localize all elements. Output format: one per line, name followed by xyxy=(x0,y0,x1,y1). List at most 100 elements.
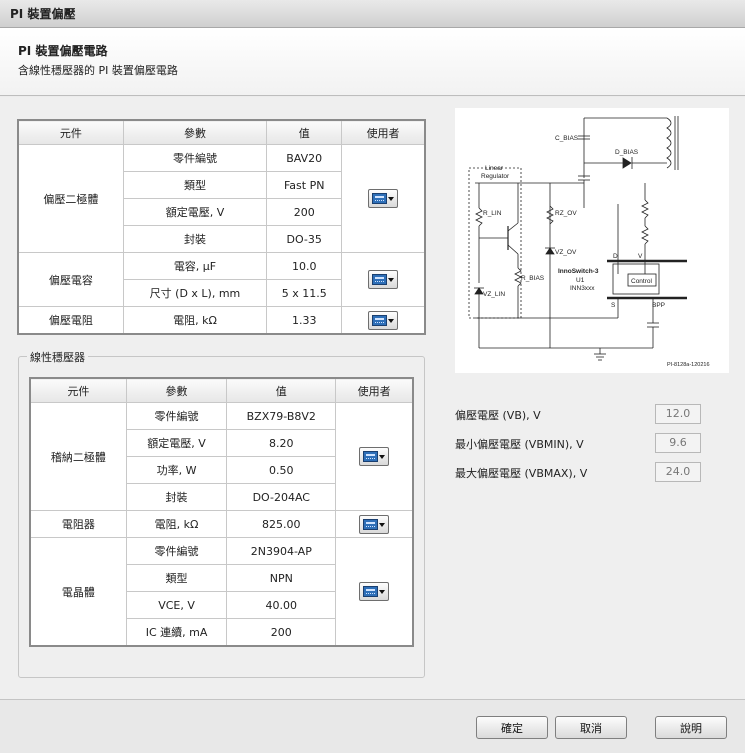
bias-circuit-schematic: C_BIAS D_BIAS Linear Regulator R_LIN xyxy=(455,108,729,373)
help-button[interactable]: 說明 xyxy=(655,716,727,739)
table-row: 稽納二極體 零件編號 BZX79-B8V2 xyxy=(30,402,413,511)
page-title: PI 裝置偏壓電路 xyxy=(18,44,108,58)
label-pin-bpp: BPP xyxy=(652,302,665,309)
param-value: 8.20 xyxy=(226,429,337,457)
table-row: 功率, W 0.50 xyxy=(31,456,413,484)
label-regulator: Regulator xyxy=(481,173,510,180)
param-label: 封裝 xyxy=(122,225,268,253)
chevron-down-icon xyxy=(379,590,386,594)
table-row: 尺寸 (D x L), mm 5 x 11.5 xyxy=(19,279,425,307)
param-value: 2N3904-AP xyxy=(226,537,337,565)
component-name: 偏壓電容 xyxy=(18,252,124,307)
label-linear: Linear xyxy=(485,165,504,172)
vbmin-field[interactable]: 9.6 xyxy=(655,433,701,453)
diode-d-bias xyxy=(622,157,632,169)
label-vz-lin: VZ_LIN xyxy=(483,291,505,298)
label-pin-v: V xyxy=(638,253,643,260)
calculator-icon xyxy=(372,193,388,204)
label-control: Control xyxy=(631,278,653,285)
resistor-r-bias xyxy=(514,267,522,287)
label-ic-part: INN3xxx xyxy=(570,285,595,292)
user-select-button[interactable] xyxy=(359,514,390,534)
col-header-component: 元件 xyxy=(18,120,124,145)
schematic-ref: PI-8128a-120216 xyxy=(667,362,710,368)
param-value: 10.0 xyxy=(266,252,343,280)
param-label: 電容, µF xyxy=(122,252,268,280)
param-label: 零件編號 xyxy=(122,144,268,172)
chevron-down-icon xyxy=(388,318,395,323)
chevron-down-icon xyxy=(388,197,395,201)
table-row: 偏壓二極體 零件編號 BAV20 xyxy=(18,144,425,253)
vb-field[interactable]: 12.0 xyxy=(655,404,701,424)
user-cell xyxy=(335,537,413,646)
label-ic-name: InnoSwitch-3 xyxy=(558,268,599,275)
user-cell xyxy=(341,144,425,253)
user-select-button[interactable] xyxy=(359,447,390,466)
zener-vz-ov xyxy=(545,247,555,255)
param-label: VCE, V xyxy=(125,591,228,619)
param-label: 尺寸 (D x L), mm xyxy=(122,279,268,307)
calculator-icon xyxy=(372,274,388,285)
table-row: IC 連續, mA 200 xyxy=(31,618,413,646)
page-subtitle: 含線性穩壓器的 PI 裝置偏壓電路 xyxy=(18,64,178,77)
col-header-parameter: 參數 xyxy=(125,378,228,403)
table-row: 額定電壓, V 200 xyxy=(19,198,425,226)
control-block xyxy=(627,273,657,287)
param-label: 額定電壓, V xyxy=(122,198,268,226)
param-label-vb: 偏壓電壓 (VB), V xyxy=(455,409,541,422)
resistor-rz-ov xyxy=(546,205,554,225)
label-d-bias: D_BIAS xyxy=(615,149,639,156)
param-label: 功率, W xyxy=(125,456,228,484)
ic-outline xyxy=(612,263,660,295)
param-label: 零件編號 xyxy=(125,402,228,430)
resistor-v-upper xyxy=(641,199,649,219)
label-rz-ov: RZ_OV xyxy=(555,210,577,217)
param-label-vbmax: 最大偏壓電壓 (VBMAX), V xyxy=(455,467,588,480)
window-title: PI 裝置偏壓 xyxy=(0,0,745,28)
calculator-icon xyxy=(372,314,388,326)
table-row: 電晶體 零件編號 2N3904-AP xyxy=(30,537,413,646)
calculator-icon xyxy=(363,518,379,530)
label-vz-ov: VZ_OV xyxy=(555,249,577,256)
component-name: 電阻器 xyxy=(30,510,127,538)
component-name: 偏壓二極體 xyxy=(18,144,124,253)
user-select-button[interactable] xyxy=(368,270,399,289)
vbmax-field[interactable]: 24.0 xyxy=(655,462,701,482)
header: PI 裝置偏壓電路 含線性穩壓器的 PI 裝置偏壓電路 xyxy=(0,28,745,96)
regulator-legend: 線性穩壓器 xyxy=(27,349,88,365)
param-value: 0.50 xyxy=(226,456,337,484)
table-row: 電阻器 電阻, kΩ 825.00 xyxy=(30,510,413,538)
user-cell xyxy=(335,402,413,511)
component-name: 偏壓電阻 xyxy=(18,306,124,334)
param-value: BZX79-B8V2 xyxy=(226,402,337,430)
resistor-r-lin xyxy=(475,207,483,227)
table-row: 偏壓電容 電容, µF 10.0 xyxy=(18,252,425,307)
user-select-button[interactable] xyxy=(368,189,399,208)
param-value: 200 xyxy=(226,618,337,646)
table-row: VCE, V 40.00 xyxy=(31,591,413,619)
param-label: 零件編號 xyxy=(125,537,228,565)
regulator-table: 元件 參數 值 使用者 稽納二極體 零件編號 BZX79-B8V2 額定電壓, … xyxy=(29,377,414,647)
ok-button[interactable]: 確定 xyxy=(476,716,548,739)
col-header-parameter: 參數 xyxy=(122,120,268,145)
label-pin-d: D xyxy=(613,253,618,260)
param-label: 額定電壓, V xyxy=(125,429,228,457)
chevron-down-icon xyxy=(379,522,386,527)
component-name: 稽納二極體 xyxy=(30,402,127,511)
param-label: 類型 xyxy=(125,564,228,592)
label-u1: U1 xyxy=(576,277,585,284)
calculator-icon xyxy=(363,586,379,597)
user-cell xyxy=(341,252,425,307)
user-select-button[interactable] xyxy=(368,310,399,330)
param-value: 1.33 xyxy=(266,306,343,334)
transformer-winding xyxy=(666,116,679,170)
cancel-button[interactable]: 取消 xyxy=(555,716,627,739)
param-value: 5 x 11.5 xyxy=(266,279,343,307)
table-row: 偏壓電阻 電阻, kΩ 1.33 xyxy=(18,306,425,334)
param-value: BAV20 xyxy=(266,144,343,172)
zener-vz-lin xyxy=(474,287,484,295)
param-label: 封裝 xyxy=(125,483,228,511)
label-pin-s: S xyxy=(611,302,616,309)
user-select-button[interactable] xyxy=(359,582,390,601)
param-value: Fast PN xyxy=(266,171,343,199)
